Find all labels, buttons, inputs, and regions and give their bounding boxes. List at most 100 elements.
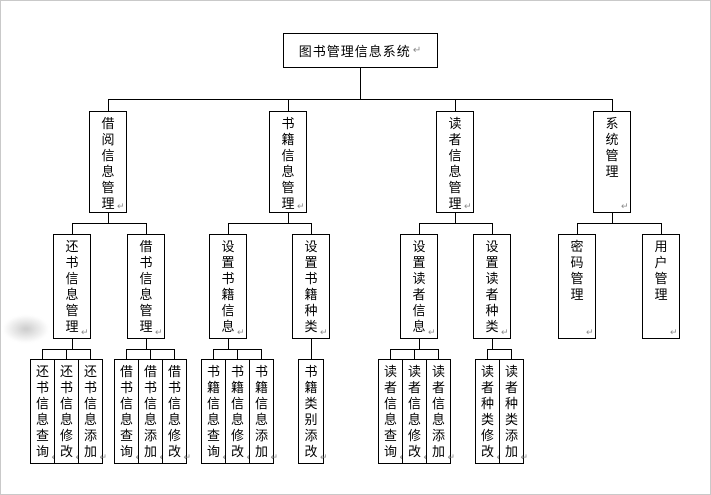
node-book-info-modify: 书籍信息修改↵ <box>225 359 254 464</box>
paragraph-mark-icon: ↵ <box>585 327 594 337</box>
node-set-book-category: 设置书籍种类↵ <box>292 234 330 339</box>
node-text: 系统管理 <box>605 116 619 179</box>
node-text: 书籍类别添改 <box>304 364 318 459</box>
node-borrow-book-modify: 借书信息修改↵ <box>162 359 191 464</box>
connector-line <box>577 223 578 235</box>
node-book-category-add-modify: 书籍类别添改↵ <box>298 359 328 464</box>
node-user-mgmt: 用户管理↵ <box>642 234 680 339</box>
node-book-info-add: 书籍信息添加↵ <box>249 359 278 464</box>
node-text: 书籍信息添加 <box>254 364 268 459</box>
connector-line <box>419 223 420 235</box>
connector-line <box>492 223 493 235</box>
paragraph-mark-icon: ↵ <box>183 452 191 462</box>
paragraph-mark-icon: ↵ <box>447 452 455 462</box>
node-password-mgmt: 密码管理 ↵ <box>558 234 596 339</box>
node-text: 还书信息管理 <box>65 239 79 334</box>
node-library-mgmt-info-system: 图书管理信息系统↵ <box>283 33 438 68</box>
connector-line <box>577 223 662 224</box>
node-text: 读者种类修改 <box>480 364 494 459</box>
node-label: 书籍信息管理↵ <box>281 116 304 212</box>
connector-line <box>455 99 456 112</box>
node-text: 还书信息修改 <box>59 364 73 459</box>
paragraph-mark-icon: ↵ <box>412 45 423 56</box>
connector-line <box>487 349 512 350</box>
connector-line <box>174 349 175 360</box>
connector-line <box>237 349 238 360</box>
paragraph-mark-icon: ↵ <box>319 327 328 337</box>
node-text: 设置书籍种类 <box>304 239 318 334</box>
node-label: 借书信息修改↵ <box>167 364 191 463</box>
connector-line <box>126 349 127 360</box>
connector-line <box>108 213 109 224</box>
node-system-mgmt: 系统管理 ↵ <box>593 111 631 213</box>
connector-line <box>492 339 493 350</box>
node-text: 密码管理 <box>570 239 584 302</box>
node-reader-info-add: 读者信息添加↵ <box>426 359 455 464</box>
node-label: 书籍信息修改↵ <box>230 364 254 463</box>
paragraph-mark-icon: ↵ <box>620 201 629 211</box>
node-text: 书籍信息查询 <box>206 364 220 459</box>
connector-line <box>66 349 67 360</box>
node-reader-category-add: 读者种类添加↵ <box>499 359 528 464</box>
paragraph-mark-icon: ↵ <box>319 452 328 462</box>
connector-line <box>150 349 151 360</box>
paragraph-mark-icon: ↵ <box>154 327 163 337</box>
paragraph-mark-icon: ↵ <box>427 327 436 337</box>
node-text: 设置书籍信息 <box>221 239 235 334</box>
connector-line <box>661 223 662 235</box>
node-reader-info-modify: 读者信息修改↵ <box>402 359 431 464</box>
node-text: 读者信息管理 <box>448 116 462 211</box>
node-label: 用户管理↵ <box>654 239 677 338</box>
connector-line <box>390 349 391 360</box>
node-text: 设置读者种类 <box>485 239 499 334</box>
node-reader-category-modify: 读者种类修改↵ <box>475 359 504 464</box>
node-text: 借阅信息管理 <box>101 116 115 211</box>
node-text: 读者信息查询 <box>383 364 397 459</box>
node-label: 读者种类添加↵ <box>504 364 528 463</box>
node-borrow-book-info-mgmt: 借书信息管理↵ <box>127 234 165 339</box>
connector-line <box>455 213 456 224</box>
paragraph-mark-icon: ↵ <box>80 327 89 337</box>
paragraph-mark-icon: ↵ <box>500 327 509 337</box>
node-set-reader-info: 设置读者信息↵ <box>400 234 438 339</box>
paragraph-mark-icon: ↵ <box>99 452 107 462</box>
node-label: 还书信息查询↵ <box>35 364 59 463</box>
node-label: 密码管理 ↵ <box>570 239 593 338</box>
connector-line <box>360 68 361 99</box>
connector-line <box>108 99 613 100</box>
node-text: 书籍信息管理 <box>281 116 295 211</box>
connector-line <box>438 349 439 360</box>
connector-line <box>42 349 43 360</box>
connector-line <box>228 223 229 235</box>
node-borrow-book-add: 借书信息添加↵ <box>138 359 167 464</box>
node-text: 还书信息查询 <box>35 364 49 459</box>
connector-line <box>612 99 613 112</box>
paragraph-mark-icon: ↵ <box>236 327 245 337</box>
connector-line <box>90 349 91 360</box>
node-set-book-info: 设置书籍信息↵ <box>209 234 247 339</box>
node-label: 设置读者种类↵ <box>485 239 508 338</box>
node-text: 借书信息管理 <box>139 239 153 334</box>
node-text: 借书信息查询 <box>119 364 133 459</box>
node-text: 读者信息修改 <box>407 364 421 459</box>
node-label: 书籍类别添改↵ <box>304 364 327 463</box>
node-label: 设置书籍信息↵ <box>221 239 244 338</box>
node-return-book-query: 还书信息查询↵ <box>30 359 59 464</box>
node-label: 借书信息添加↵ <box>143 364 167 463</box>
paragraph-mark-icon: ↵ <box>669 327 678 337</box>
connector-line <box>72 223 147 224</box>
node-label: 读者信息添加↵ <box>431 364 455 463</box>
node-book-info-query: 书籍信息查询↵ <box>201 359 230 464</box>
connector-line <box>261 349 262 360</box>
node-label: 读者信息修改↵ <box>407 364 431 463</box>
node-label: 设置书籍种类↵ <box>304 239 327 338</box>
connector-line <box>288 213 289 224</box>
paragraph-mark-icon: ↵ <box>520 452 528 462</box>
connector-line <box>72 223 73 235</box>
node-label: 读者种类修改↵ <box>480 364 504 463</box>
connector-line <box>311 223 312 235</box>
node-reader-info-mgmt: 读者信息管理↵ <box>436 111 474 213</box>
node-label: 还书信息添加↵ <box>83 364 107 463</box>
connector-line <box>414 349 415 360</box>
